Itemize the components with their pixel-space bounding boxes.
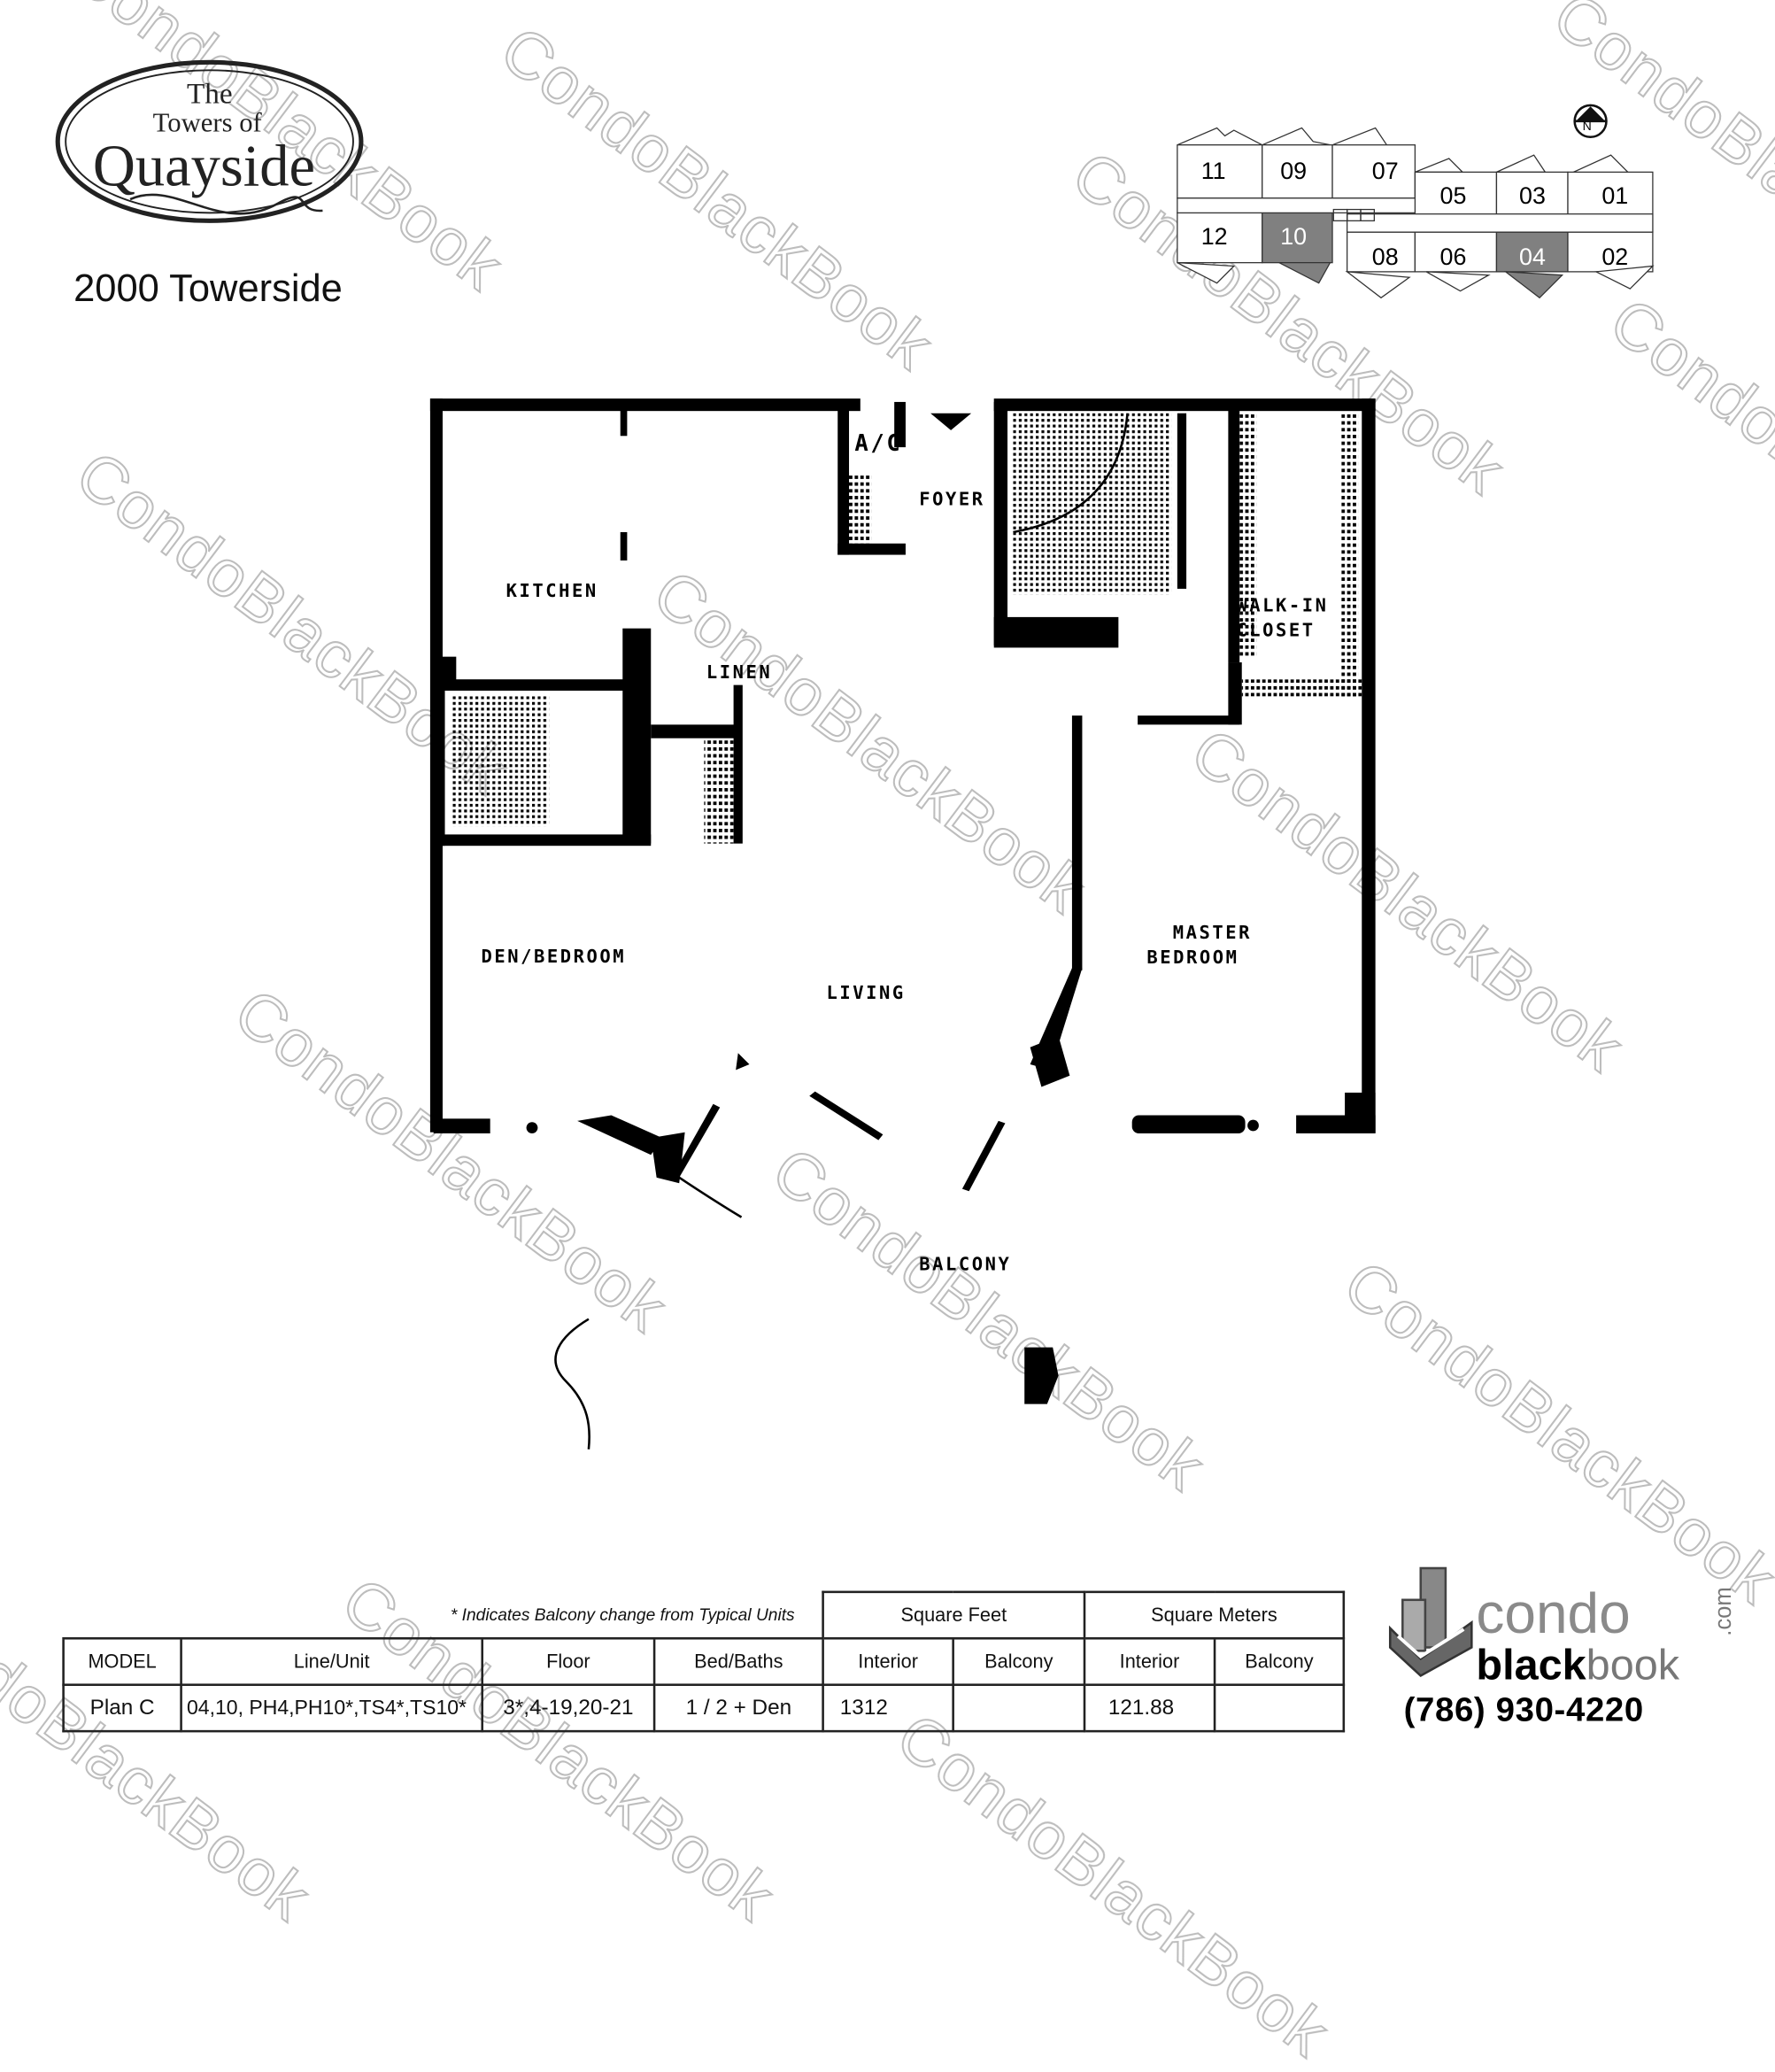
room-label-linen: LINEN bbox=[706, 661, 773, 684]
unit-10-highlighted: 10 bbox=[1280, 224, 1308, 251]
unit-11: 11 bbox=[1200, 158, 1226, 185]
logo-tld: .com bbox=[1711, 1587, 1737, 1636]
room-label-foyer: FOYER bbox=[919, 488, 985, 510]
room-label-balcony: BALCONY bbox=[919, 1253, 1012, 1275]
cell-sqft-interior: 1312 bbox=[822, 1683, 954, 1733]
unit-03: 03 bbox=[1519, 183, 1546, 210]
room-label-ac: A/C bbox=[854, 429, 903, 457]
room-label-living: LIVING bbox=[826, 981, 906, 1003]
building-name: 2000 Towerside bbox=[73, 267, 343, 311]
cell-line-unit: 04,10, PH4,PH10*,TS4*,TS10* bbox=[180, 1683, 484, 1733]
header-sqft-balcony: Balcony bbox=[952, 1637, 1086, 1686]
room-label-walk-in: WALK-IN bbox=[1236, 594, 1329, 616]
unit-08: 08 bbox=[1371, 244, 1399, 271]
quayside-logo-emblem bbox=[55, 59, 364, 223]
logo-text-the: The bbox=[186, 76, 233, 111]
header-model: MODEL bbox=[62, 1637, 182, 1686]
unit-02: 02 bbox=[1601, 244, 1629, 271]
condoblackbook-building-icon bbox=[1388, 1566, 1473, 1678]
cell-model: Plan C bbox=[62, 1683, 182, 1733]
header-bed-baths: Bed/Baths bbox=[652, 1637, 824, 1686]
logo-word-blackbook: blackbook bbox=[1476, 1643, 1679, 1688]
table-row: Plan C 04,10, PH4,PH10*,TS4*,TS10* 3*,4-… bbox=[62, 1683, 1346, 1733]
cell-sqm-interior: 121.88 bbox=[1083, 1683, 1216, 1733]
unit-01: 01 bbox=[1601, 183, 1629, 210]
floor-plan-drawing bbox=[429, 398, 1376, 1450]
unit-06: 06 bbox=[1439, 244, 1467, 271]
unit-spec-table: * Indicates Balcony change from Typical … bbox=[62, 1590, 1346, 1733]
cell-sqft-balcony bbox=[952, 1683, 1086, 1733]
table-header-row: MODEL Line/Unit Floor Bed/Baths Interior… bbox=[62, 1637, 1346, 1686]
cell-bed-baths: 1 / 2 + Den bbox=[652, 1683, 824, 1733]
logo-text-quayside: Quayside bbox=[92, 135, 315, 200]
logo-text-towers-of: Towers of bbox=[152, 108, 262, 139]
unit-09: 09 bbox=[1280, 158, 1308, 185]
phone-number[interactable]: (786) 930-4220 bbox=[1403, 1691, 1644, 1729]
unit-04-highlighted: 04 bbox=[1519, 244, 1546, 271]
logo-word-book: book bbox=[1586, 1642, 1680, 1689]
cell-sqm-balcony bbox=[1213, 1683, 1346, 1733]
room-label-bedroom: BEDROOM bbox=[1146, 946, 1239, 969]
header-sqm-balcony: Balcony bbox=[1213, 1637, 1346, 1686]
group-header-square-meters: Square Meters bbox=[1083, 1590, 1346, 1640]
unit-07: 07 bbox=[1371, 158, 1399, 185]
logo-word-condo: condo bbox=[1476, 1581, 1631, 1645]
unit-12: 12 bbox=[1200, 224, 1228, 251]
room-label-kitchen: KITCHEN bbox=[505, 579, 598, 601]
room-label-den-bedroom: DEN/BEDROOM bbox=[481, 945, 627, 968]
room-label-closet: CLOSET bbox=[1236, 619, 1316, 641]
logo-word-black: black bbox=[1476, 1642, 1586, 1689]
room-label-master: MASTER bbox=[1172, 921, 1252, 944]
unit-05: 05 bbox=[1439, 183, 1467, 210]
key-plan bbox=[1177, 104, 1655, 299]
cell-floor: 3*,4-19,20-21 bbox=[481, 1683, 656, 1733]
header-sqm-interior: Interior bbox=[1083, 1637, 1216, 1686]
group-header-square-feet: Square Feet bbox=[822, 1590, 1086, 1640]
north-label: N bbox=[1582, 120, 1592, 134]
header-floor: Floor bbox=[481, 1637, 656, 1686]
header-line-unit: Line/Unit bbox=[180, 1637, 484, 1686]
balcony-note: * Indicates Balcony change from Typical … bbox=[63, 1591, 823, 1640]
header-sqft-interior: Interior bbox=[822, 1637, 954, 1686]
